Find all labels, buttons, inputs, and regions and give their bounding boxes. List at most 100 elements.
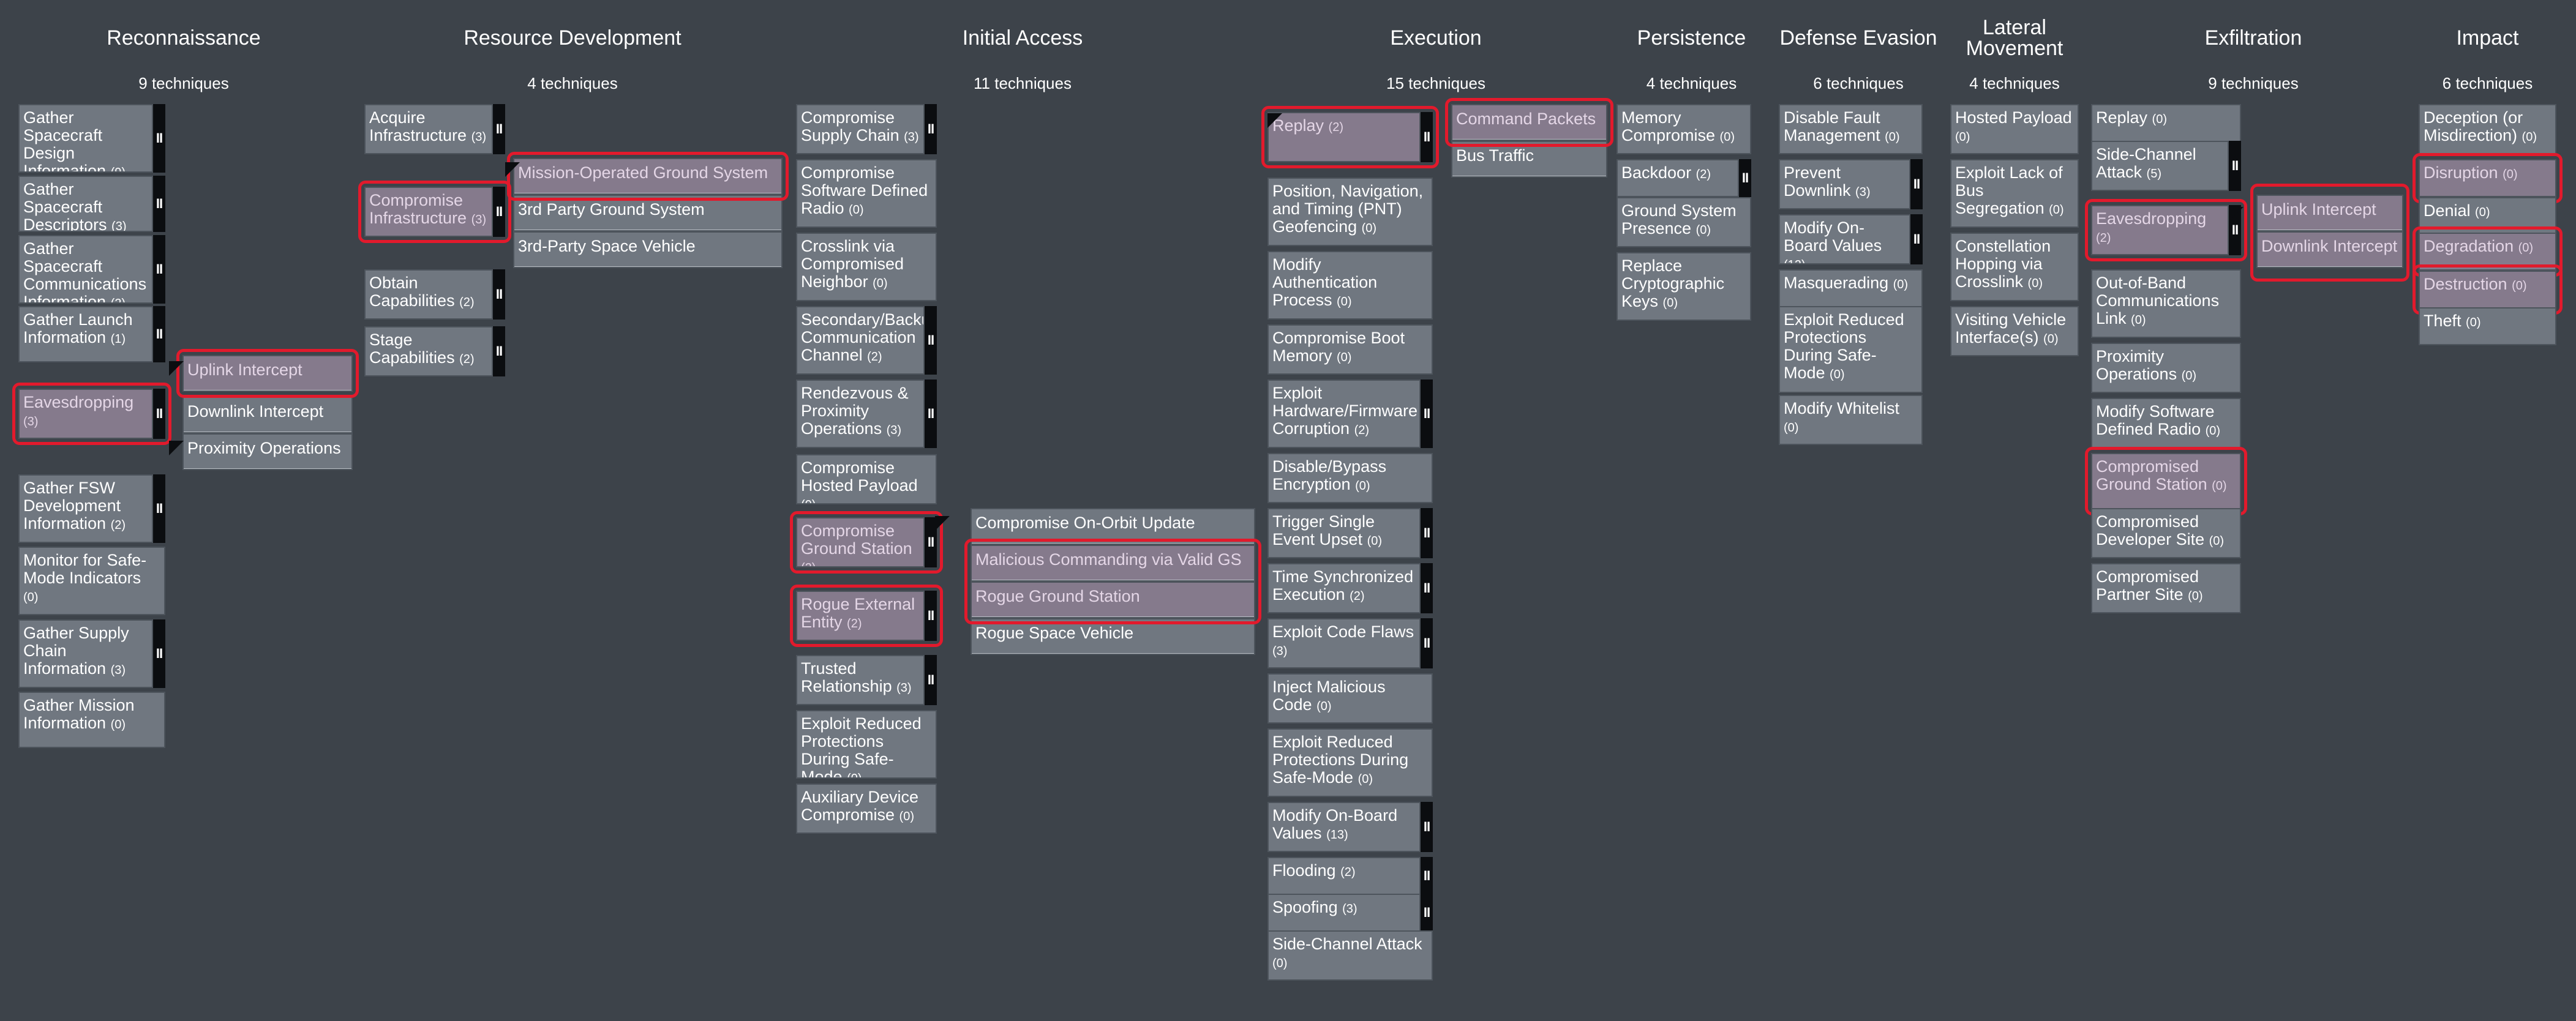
expand-subtechniques-handle[interactable]: II bbox=[1421, 112, 1433, 162]
technique-disable-fault-management[interactable]: Disable Fault Management (0) bbox=[1779, 104, 1923, 154]
subtechnique-downlink-intercept[interactable]: Downlink Intercept bbox=[182, 397, 353, 433]
technique-exploit-code-flaws[interactable]: Exploit Code Flaws (3) bbox=[1267, 618, 1421, 668]
technique-ground-system-presence[interactable]: Ground System Presence (0) bbox=[1617, 197, 1751, 247]
technique-modify-whitelist[interactable]: Modify Whitelist (0) bbox=[1779, 395, 1923, 445]
technique-secondary-backup-communication-channel[interactable]: Secondary/Backup Communication Channel (… bbox=[796, 306, 925, 375]
tactic-header-resource-development[interactable]: Resource Development bbox=[464, 26, 682, 50]
tactic-header-execution[interactable]: Execution bbox=[1390, 26, 1482, 50]
technique-memory-compromise[interactable]: Memory Compromise (0) bbox=[1617, 104, 1751, 154]
expand-subtechniques-handle[interactable]: II bbox=[153, 306, 165, 362]
technique-acquire-infrastructure[interactable]: Acquire Infrastructure (3) bbox=[364, 104, 493, 154]
technique-exploit-hardware-firmware-corruption[interactable]: Exploit Hardware/Firmware Corruption (2) bbox=[1267, 380, 1421, 448]
expand-subtechniques-handle[interactable]: II bbox=[1421, 857, 1433, 895]
technique-prevent-downlink[interactable]: Prevent Downlink (3) bbox=[1779, 159, 1910, 209]
subtechnique-uplink-intercept[interactable]: Uplink Intercept bbox=[182, 355, 353, 392]
technique-side-channel-attack[interactable]: Side-Channel Attack (5) bbox=[2091, 141, 2229, 191]
technique-compromise-hosted-payload[interactable]: Compromise Hosted Payload (0) bbox=[796, 454, 937, 504]
technique-trigger-single-event-upset[interactable]: Trigger Single Event Upset (0) bbox=[1267, 508, 1421, 558]
expand-subtechniques-handle[interactable]: II bbox=[493, 104, 505, 154]
technique-deception-or-misdirection[interactable]: Deception (or Misdirection) (0) bbox=[2419, 104, 2556, 154]
technique-exploit-reduced-protections-during-safe-mode[interactable]: Exploit Reduced Protections During Safe-… bbox=[1779, 306, 1923, 393]
technique-gather-launch-information[interactable]: Gather Launch Information (1) bbox=[18, 306, 153, 362]
tactic-header-exfiltration[interactable]: Exfiltration bbox=[2204, 26, 2302, 50]
technique-out-of-band-communications-link[interactable]: Out-of-Band Communications Link (0) bbox=[2091, 269, 2241, 338]
technique-obtain-capabilities[interactable]: Obtain Capabilities (2) bbox=[364, 269, 493, 320]
technique-rogue-external-entity[interactable]: Rogue External Entity (2) bbox=[796, 591, 925, 641]
technique-modify-on-board-values[interactable]: Modify On-Board Values (13) bbox=[1267, 802, 1421, 852]
subtechnique-3rd-party-ground-system[interactable]: 3rd Party Ground System bbox=[513, 195, 783, 231]
technique-stage-capabilities[interactable]: Stage Capabilities (2) bbox=[364, 326, 493, 376]
expand-subtechniques-handle[interactable]: II bbox=[153, 104, 165, 173]
technique-gather-spacecraft-communications-information[interactable]: Gather Spacecraft Communications Informa… bbox=[18, 235, 153, 304]
expand-subtechniques-handle[interactable]: II bbox=[1421, 618, 1433, 668]
subtechnique-bus-traffic[interactable]: Bus Traffic bbox=[1451, 141, 1607, 178]
expand-subtechniques-handle[interactable]: II bbox=[153, 389, 165, 439]
technique-gather-mission-information[interactable]: Gather Mission Information (0) bbox=[18, 692, 165, 748]
expand-subtechniques-handle[interactable]: II bbox=[153, 619, 165, 688]
expand-subtechniques-handle[interactable]: II bbox=[1421, 563, 1433, 613]
technique-degradation[interactable]: Degradation (0) bbox=[2419, 233, 2556, 271]
technique-inject-malicious-code[interactable]: Inject Malicious Code (0) bbox=[1267, 673, 1433, 724]
subtechnique-3rd-party-space-vehicle[interactable]: 3rd-Party Space Vehicle bbox=[513, 231, 783, 268]
expand-subtechniques-handle[interactable]: II bbox=[925, 517, 937, 567]
technique-destruction[interactable]: Destruction (0) bbox=[2419, 271, 2556, 309]
expand-subtechniques-handle[interactable]: II bbox=[1421, 508, 1433, 558]
expand-subtechniques-handle[interactable]: II bbox=[1739, 159, 1751, 197]
technique-masquerading[interactable]: Masquerading (0) bbox=[1779, 269, 1923, 307]
tactic-header-reconnaissance[interactable]: Reconnaissance bbox=[107, 26, 261, 50]
expand-subtechniques-handle[interactable]: II bbox=[925, 655, 937, 705]
technique-gather-fsw-development-information[interactable]: Gather FSW Development Information (2) bbox=[18, 474, 153, 543]
technique-spoofing[interactable]: Spoofing (3) bbox=[1267, 894, 1421, 932]
technique-compromised-ground-station[interactable]: Compromised Ground Station (0) bbox=[2091, 453, 2241, 509]
technique-constellation-hopping-via-crosslink[interactable]: Constellation Hopping via Crosslink (0) bbox=[1950, 233, 2079, 301]
technique-proximity-operations[interactable]: Proximity Operations (0) bbox=[2091, 343, 2241, 393]
technique-compromised-developer-site[interactable]: Compromised Developer Site (0) bbox=[2091, 508, 2241, 558]
technique-time-synchronized-execution[interactable]: Time Synchronized Execution (2) bbox=[1267, 563, 1421, 613]
technique-monitor-for-safe-mode-indicators[interactable]: Monitor for Safe-Mode Indicators (0) bbox=[18, 547, 165, 615]
technique-compromise-ground-station[interactable]: Compromise Ground Station (2) bbox=[796, 517, 925, 567]
technique-modify-software-defined-radio[interactable]: Modify Software Defined Radio (0) bbox=[2091, 398, 2241, 448]
technique-disable-bypass-encryption[interactable]: Disable/Bypass Encryption (0) bbox=[1267, 453, 1433, 503]
subtechnique-rogue-ground-station[interactable]: Rogue Ground Station bbox=[971, 582, 1255, 618]
technique-compromise-software-defined-radio[interactable]: Compromise Software Defined Radio (0) bbox=[796, 159, 937, 228]
technique-visiting-vehicle-interface-s[interactable]: Visiting Vehicle Interface(s) (0) bbox=[1950, 306, 2079, 356]
technique-gather-spacecraft-design-information[interactable]: Gather Spacecraft Design Information (9) bbox=[18, 104, 153, 173]
technique-exploit-reduced-protections-during-safe-mode[interactable]: Exploit Reduced Protections During Safe-… bbox=[1267, 728, 1433, 797]
tactic-header-impact[interactable]: Impact bbox=[2456, 26, 2519, 50]
expand-subtechniques-handle[interactable]: II bbox=[1421, 894, 1433, 932]
technique-compromise-infrastructure[interactable]: Compromise Infrastructure (3) bbox=[364, 187, 493, 237]
technique-gather-spacecraft-descriptors[interactable]: Gather Spacecraft Descriptors (3) bbox=[18, 176, 153, 232]
technique-replay[interactable]: Replay (2) bbox=[1267, 112, 1421, 162]
technique-rendezvous-proximity-operations[interactable]: Rendezvous & Proximity Operations (3) bbox=[796, 380, 925, 448]
technique-position-navigation-and-timing-pnt-geofencing[interactable]: Position, Navigation, and Timing (PNT) G… bbox=[1267, 178, 1433, 246]
technique-flooding[interactable]: Flooding (2) bbox=[1267, 857, 1421, 895]
subtechnique-compromise-on-orbit-update[interactable]: Compromise On-Orbit Update bbox=[971, 508, 1255, 545]
expand-subtechniques-handle[interactable]: II bbox=[493, 326, 505, 376]
technique-replay[interactable]: Replay (0) bbox=[2091, 104, 2241, 142]
tactic-header-initial-access[interactable]: Initial Access bbox=[962, 26, 1083, 50]
technique-hosted-payload[interactable]: Hosted Payload (0) bbox=[1950, 104, 2079, 154]
subtechnique-malicious-commanding-via-valid-gs[interactable]: Malicious Commanding via Valid GS bbox=[971, 545, 1255, 582]
expand-subtechniques-handle[interactable]: II bbox=[493, 187, 505, 237]
tactic-header-lateral-movement[interactable]: Lateral Movement bbox=[1966, 16, 2063, 60]
expand-subtechniques-handle[interactable]: II bbox=[153, 235, 165, 304]
technique-exploit-reduced-protections-during-safe-mode[interactable]: Exploit Reduced Protections During Safe-… bbox=[796, 710, 937, 779]
expand-subtechniques-handle[interactable]: II bbox=[925, 591, 937, 641]
technique-compromised-partner-site[interactable]: Compromised Partner Site (0) bbox=[2091, 563, 2241, 613]
technique-side-channel-attack[interactable]: Side-Channel Attack (0) bbox=[1267, 930, 1433, 981]
technique-denial[interactable]: Denial (0) bbox=[2419, 197, 2556, 235]
technique-crosslink-via-compromised-neighbor[interactable]: Crosslink via Compromised Neighbor (0) bbox=[796, 233, 937, 301]
expand-subtechniques-handle[interactable]: II bbox=[925, 380, 937, 448]
expand-subtechniques-handle[interactable]: II bbox=[1910, 214, 1923, 264]
expand-subtechniques-handle[interactable]: II bbox=[2229, 141, 2241, 191]
technique-modify-authentication-process[interactable]: Modify Authentication Process (0) bbox=[1267, 251, 1433, 320]
technique-gather-supply-chain-information[interactable]: Gather Supply Chain Information (3) bbox=[18, 619, 153, 688]
subtechnique-proximity-operations[interactable]: Proximity Operations bbox=[182, 433, 353, 470]
expand-subtechniques-handle[interactable]: II bbox=[153, 176, 165, 232]
expand-subtechniques-handle[interactable]: II bbox=[1421, 802, 1433, 852]
technique-theft[interactable]: Theft (0) bbox=[2419, 307, 2556, 345]
technique-modify-on-board-values[interactable]: Modify On-Board Values (12) bbox=[1779, 214, 1910, 264]
technique-backdoor[interactable]: Backdoor (2) bbox=[1617, 159, 1739, 197]
expand-subtechniques-handle[interactable]: II bbox=[1910, 159, 1923, 209]
expand-subtechniques-handle[interactable]: II bbox=[925, 104, 937, 154]
